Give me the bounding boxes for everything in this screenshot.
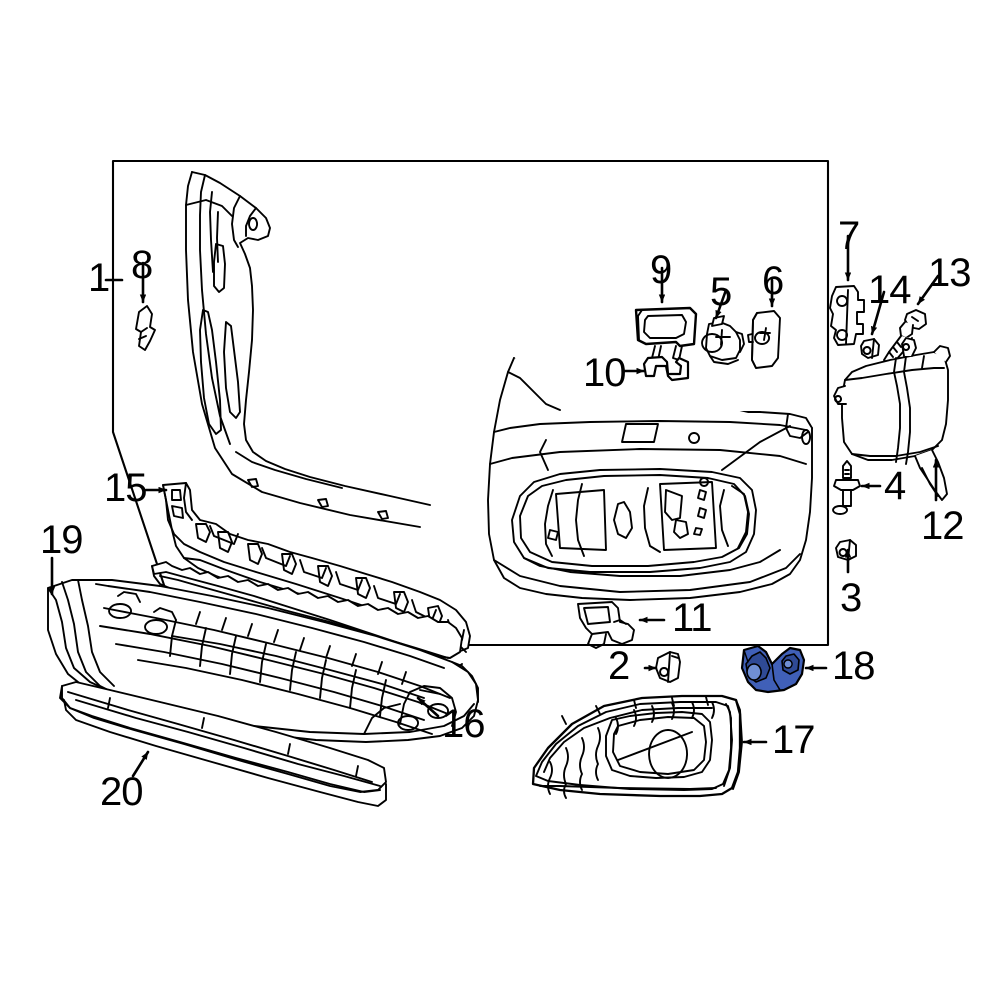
callout-11[interactable]: 11 bbox=[672, 596, 713, 640]
callout-9[interactable]: 9 bbox=[650, 248, 672, 292]
part-17-fog-light-bezel-grille bbox=[531, 694, 743, 799]
part-10-retaining-clip bbox=[642, 355, 690, 382]
part-11-sensor-bracket bbox=[577, 601, 635, 649]
part-6-cover-plate bbox=[747, 310, 781, 369]
leader-14 bbox=[870, 290, 886, 336]
part-4-push-pin-rivet bbox=[832, 460, 861, 515]
part-18-fog-light-bracket bbox=[740, 644, 806, 694]
leader-16 bbox=[416, 696, 440, 718]
callout-8[interactable]: 8 bbox=[131, 243, 153, 287]
callout-4[interactable]: 4 bbox=[884, 464, 906, 508]
callout-10[interactable]: 10 bbox=[583, 351, 626, 395]
leader-13 bbox=[916, 274, 940, 306]
part-1-bumper-cover-right bbox=[487, 357, 813, 601]
callout-19[interactable]: 19 bbox=[40, 518, 83, 562]
callout-13[interactable]: 13 bbox=[928, 251, 971, 295]
callout-3[interactable]: 3 bbox=[840, 576, 862, 620]
callout-17[interactable]: 17 bbox=[772, 718, 815, 762]
callout-20[interactable]: 20 bbox=[100, 770, 143, 814]
callout-7[interactable]: 7 bbox=[838, 214, 860, 258]
leader-20 bbox=[131, 750, 150, 778]
callout-18[interactable]: 18 bbox=[832, 644, 875, 688]
callout-2[interactable]: 2 bbox=[608, 644, 630, 688]
leader-lines bbox=[48, 234, 940, 778]
part-15-upper-reinforcement-bar bbox=[162, 482, 471, 653]
part-5-sensor-retainer-ring bbox=[701, 315, 745, 365]
part-7-mounting-bracket-plate bbox=[829, 285, 865, 346]
callout-6[interactable]: 6 bbox=[762, 259, 784, 303]
leader-5 bbox=[714, 288, 728, 320]
part-1-bumper-cover-left bbox=[185, 171, 431, 528]
callout-5[interactable]: 5 bbox=[710, 270, 732, 314]
part-20-lower-trim-strip bbox=[59, 681, 387, 807]
callout-16[interactable]: 16 bbox=[442, 702, 485, 746]
callout-15[interactable]: 15 bbox=[104, 466, 147, 510]
part-3-retainer-nut bbox=[835, 539, 857, 561]
callout-12[interactable]: 12 bbox=[921, 504, 964, 548]
part-12-side-air-duct bbox=[833, 337, 951, 501]
part-14-nut-spacer bbox=[860, 338, 880, 359]
part-8-side-support-bracket bbox=[135, 305, 156, 351]
callout-1[interactable]: 1 bbox=[88, 256, 110, 300]
part-2-bracket-clip-small bbox=[655, 651, 681, 683]
callout-14[interactable]: 14 bbox=[868, 268, 911, 312]
